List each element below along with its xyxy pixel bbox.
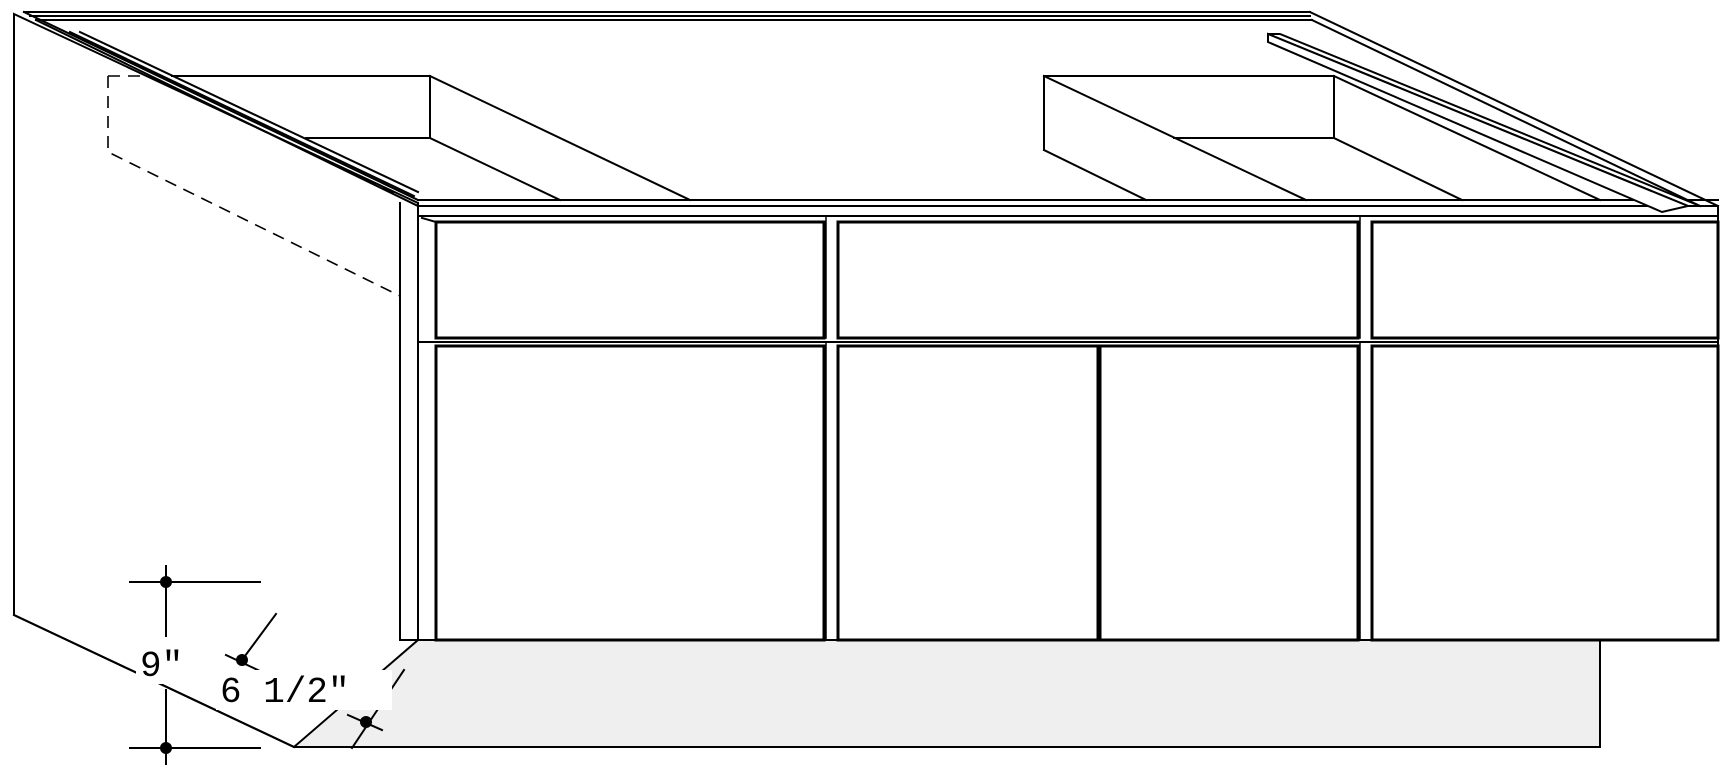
depth-dim-line-upper (240, 612, 278, 662)
depth-dimension-label: 6 1/2" (220, 672, 350, 713)
drawer-fronts (420, 215, 1720, 340)
hidden-line-drawer-back (107, 76, 401, 297)
depth-label-bg (216, 670, 392, 710)
top-right-rail-outer (1308, 10, 1720, 208)
drawer-front-left (434, 220, 826, 340)
right-box-side-edge (1042, 74, 1308, 202)
right-box-base-edge (1042, 148, 1148, 202)
hidden-lines (107, 75, 401, 297)
depth-dim-dot-lower (360, 716, 372, 728)
top-frame (22, 10, 1720, 217)
door-fronts (417, 341, 1720, 642)
door-front-left (434, 344, 826, 642)
drawer-front-right (1370, 220, 1720, 340)
height-label-bg (136, 644, 194, 684)
top-right-rail-inner (1310, 18, 1702, 208)
right-box-outline (1043, 75, 1335, 139)
left-box-bottom-edge (428, 136, 562, 202)
side-panel-face (13, 12, 419, 749)
right-box-bottom-edge (1332, 136, 1464, 202)
drawer-front-center (836, 220, 1360, 340)
height-dim-tick-bottom (160, 742, 172, 754)
left-side-panel (12, 12, 419, 749)
top-left-rail-3 (68, 30, 416, 198)
right-box-back-edge (1332, 74, 1602, 202)
top-left-rail-outer (22, 10, 420, 202)
hidden-line-drawer-side (147, 75, 401, 197)
left-box-outline (171, 75, 431, 139)
right-rear-channel-lip (1267, 32, 1692, 214)
interior-drawer-box-left (171, 74, 692, 202)
height-dim-tick-top (160, 576, 172, 588)
dimension-depth (224, 612, 406, 750)
interior-drawer-box-right (1042, 74, 1602, 202)
door-front-center-right (1098, 344, 1360, 642)
drawer-left-bevel (420, 216, 438, 224)
height-dimension-label: 9" (140, 646, 183, 687)
door-front-center-left (836, 344, 1100, 642)
left-box-side-edge (428, 74, 692, 202)
depth-dim-dot-upper (236, 654, 248, 666)
top-left-rail-4 (78, 30, 420, 194)
door-front-right (1370, 344, 1720, 642)
dimension-height (129, 565, 261, 765)
